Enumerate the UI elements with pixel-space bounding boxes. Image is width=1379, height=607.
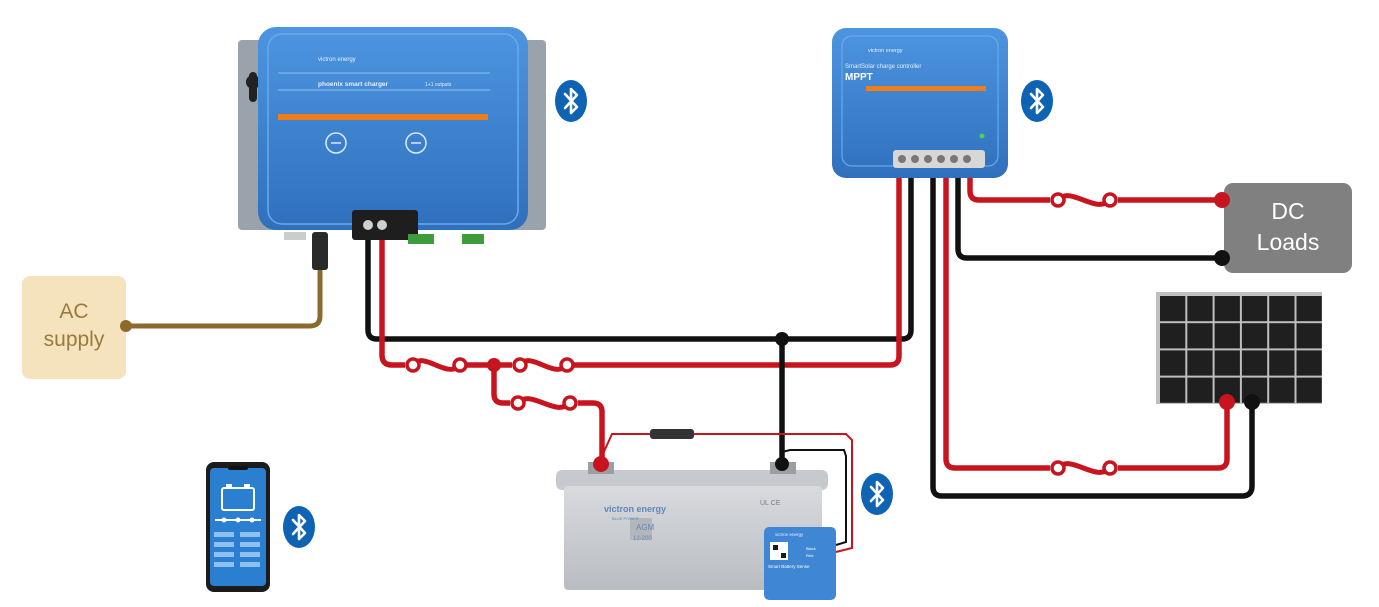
main-positive-wire — [379, 175, 902, 368]
battery-negative-terminal — [775, 457, 789, 471]
solar-cell — [1214, 350, 1240, 376]
fuse — [510, 393, 578, 413]
mppt-name: SmartSolar charge controller — [845, 64, 921, 70]
solar-cell — [1187, 350, 1213, 376]
battery-type: AGM — [636, 523, 655, 532]
solar-cell — [1269, 377, 1295, 403]
charger-name: phoenix smart charger — [318, 81, 389, 88]
charger-brand: victron energy — [318, 57, 356, 63]
smartsolar-mppt: victron energy SmartSolar charge control… — [832, 28, 1008, 178]
solar-cell — [1296, 350, 1322, 376]
solar-cell — [1160, 377, 1186, 403]
load-negative-terminal — [1214, 250, 1230, 266]
mppt-model: MPPT — [845, 72, 873, 83]
mppt-brand: victron energy — [868, 48, 903, 54]
ac-supply-label: AC supply — [22, 298, 126, 354]
fuse — [405, 355, 468, 375]
negative-junction — [775, 332, 789, 346]
sense-black-label: Black — [806, 546, 816, 551]
ac-wire — [126, 250, 323, 329]
bluetooth-icon — [553, 78, 589, 124]
bluetooth-icon — [281, 504, 317, 550]
load-negative-wire — [955, 175, 1222, 261]
battery-sub: BLUE POWER — [612, 516, 639, 521]
solar-cell — [1269, 323, 1295, 349]
load-positive-terminal — [1214, 192, 1230, 208]
solar-cell — [1241, 323, 1268, 349]
sense-positive-wire — [601, 433, 853, 553]
sense-name: Smart Battery Sense — [768, 564, 810, 569]
ac-supply-box — [22, 276, 126, 379]
solar-cell — [1187, 296, 1213, 322]
pv-positive-terminal — [1219, 394, 1235, 410]
pv-negative-terminal — [1244, 394, 1260, 410]
battery-positive-terminal — [593, 456, 609, 472]
solar-cell — [1269, 350, 1295, 376]
battery-positive-wire — [491, 365, 605, 464]
dc-loads-label: DC Loads — [1224, 196, 1352, 258]
battery-certs: UL CE — [760, 500, 781, 507]
positive-junction — [487, 358, 501, 372]
solar-cell — [1241, 350, 1268, 376]
solar-cell — [1187, 323, 1213, 349]
ac-supply-line1: AC — [59, 300, 89, 323]
solar-cell — [1160, 323, 1186, 349]
solar-cell — [1187, 377, 1213, 403]
sense-red-label: Red — [806, 553, 813, 558]
solar-cell — [1269, 296, 1295, 322]
smartphone — [206, 462, 270, 592]
solar-cell — [1296, 323, 1322, 349]
solar-cell — [1241, 296, 1268, 322]
main-negative-wire — [365, 175, 914, 342]
solar-panel — [1156, 292, 1322, 404]
fuse — [512, 355, 575, 375]
solar-cell — [1160, 296, 1186, 322]
battery-brand: victron energy — [604, 504, 666, 514]
ac-cable-gland — [312, 232, 328, 270]
charger-outputs: 1+1 outputs — [425, 82, 452, 88]
bluetooth-icon — [859, 471, 895, 517]
battery-model: 12-200 — [633, 536, 652, 542]
ac-supply-line2: supply — [43, 328, 105, 351]
fuse — [1050, 458, 1118, 478]
phoenix-smart-charger: victron energy phoenix smart charger 1+1… — [238, 27, 546, 244]
solar-cell — [1214, 296, 1240, 322]
solar-cell — [1296, 377, 1322, 403]
dc-loads-line1: DC — [1271, 198, 1305, 224]
solar-cell — [1214, 323, 1240, 349]
sense-brand: victron energy — [775, 532, 804, 537]
fuse — [1050, 190, 1118, 210]
sense-inline-fuse — [650, 429, 694, 439]
solar-cell — [1160, 350, 1186, 376]
sense-negative-wire — [781, 449, 847, 546]
smart-battery-sense: victron energy Smart Battery Sense Black… — [764, 527, 836, 600]
bluetooth-icon — [1019, 78, 1055, 124]
load-positive-wire — [967, 175, 1222, 203]
solar-cell — [1296, 296, 1322, 322]
dc-loads-line2: Loads — [1256, 229, 1320, 255]
dc-loads-box — [1224, 183, 1352, 273]
pv-negative-wire — [930, 175, 1255, 499]
